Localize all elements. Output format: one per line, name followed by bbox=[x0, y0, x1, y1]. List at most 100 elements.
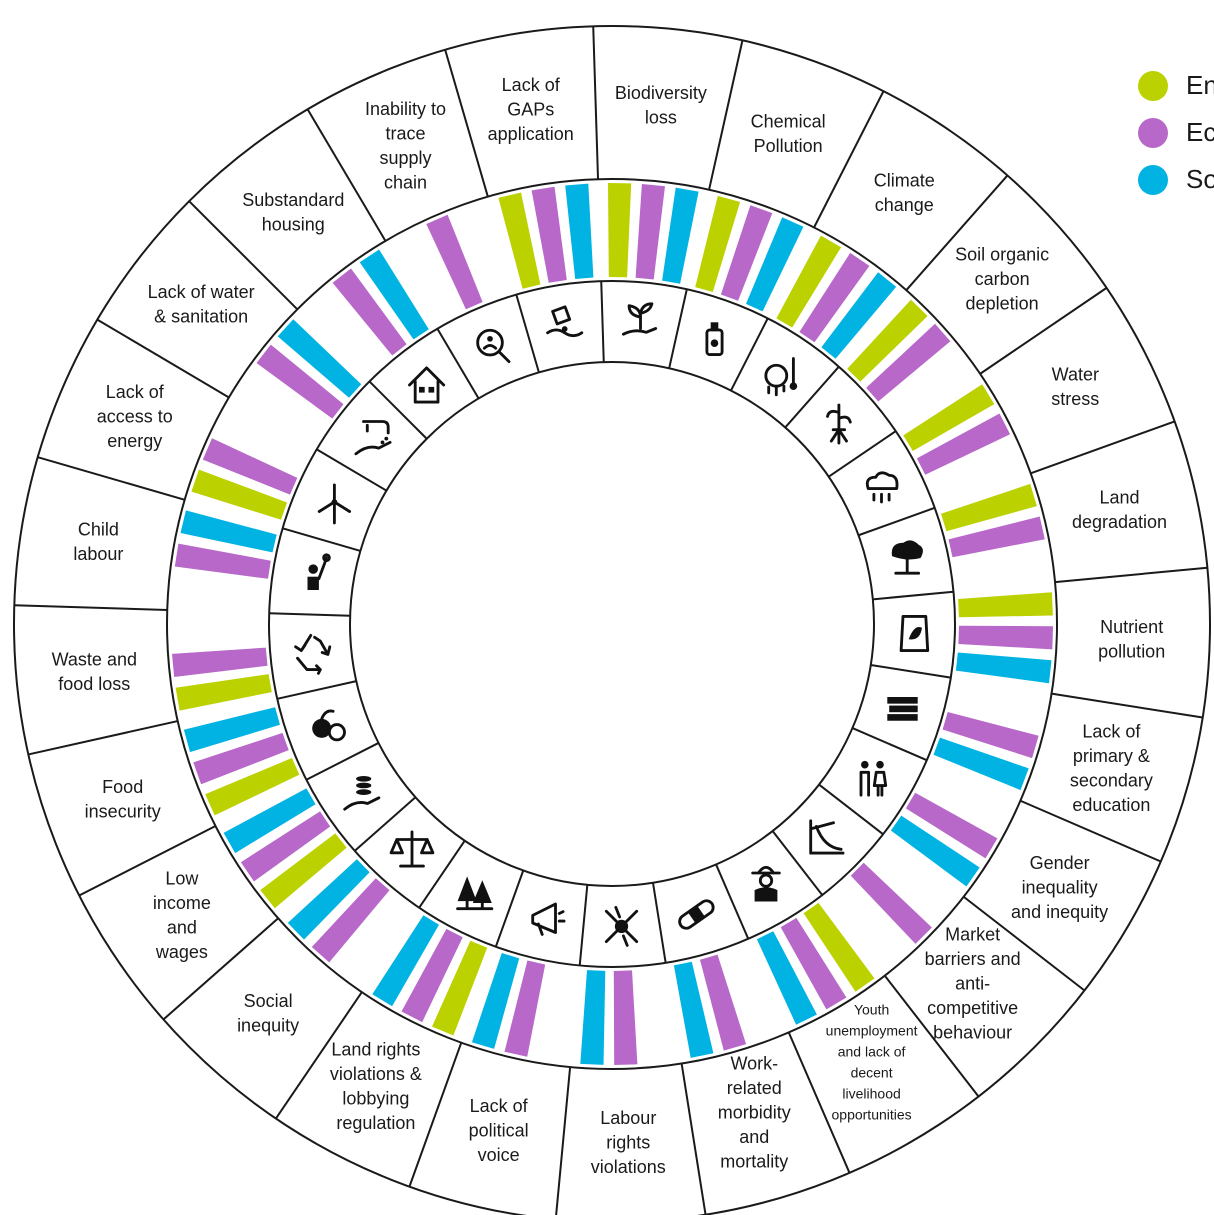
icon-divider bbox=[651, 882, 667, 963]
segment-label-line: Youth bbox=[854, 1001, 889, 1017]
recycle-icon bbox=[294, 633, 332, 675]
segment-label-line: competitive bbox=[927, 998, 1018, 1018]
bar-ec-15 bbox=[401, 928, 463, 1023]
segment-label-line: Inability to bbox=[365, 99, 446, 119]
bar-en-3 bbox=[776, 235, 842, 328]
melting-globe-thermometer-icon bbox=[764, 357, 798, 397]
category-bars bbox=[172, 183, 1053, 1065]
bar-ec-8 bbox=[942, 712, 1039, 759]
segment-label-line: energy bbox=[107, 431, 162, 451]
wedge-divider bbox=[555, 1066, 572, 1215]
dead-tree-icon bbox=[891, 540, 923, 575]
icon-divider bbox=[852, 727, 928, 762]
segment-label-line: supply bbox=[379, 148, 431, 168]
segment-label-line: Child bbox=[78, 519, 119, 539]
segment-label-line: Work- bbox=[730, 1053, 778, 1073]
bar-so-2 bbox=[746, 217, 804, 312]
wedge-divider bbox=[96, 318, 230, 399]
bar-en-7 bbox=[958, 592, 1053, 618]
icon-divider bbox=[730, 317, 769, 392]
wedge-divider bbox=[78, 825, 216, 897]
bar-en-1 bbox=[608, 183, 632, 278]
legend: En Ec So bbox=[1138, 62, 1214, 203]
bar-ec-1 bbox=[635, 184, 665, 280]
bar-ec-10 bbox=[850, 862, 932, 944]
wedge-divider bbox=[37, 456, 185, 501]
child-icon bbox=[307, 553, 331, 590]
legend-item-social: So bbox=[1138, 156, 1214, 203]
bar-ec-14 bbox=[504, 960, 546, 1057]
wedge-divider bbox=[14, 604, 168, 612]
farmer-icon bbox=[751, 865, 781, 902]
legend-swatch bbox=[1138, 117, 1168, 148]
bar-so-12 bbox=[673, 961, 714, 1058]
bar-ec-24 bbox=[426, 214, 483, 310]
icon-divider bbox=[269, 612, 351, 617]
segment-label-line: violations & bbox=[330, 1064, 422, 1084]
segment-label-line: Lack of bbox=[470, 1096, 529, 1116]
segment-label-line: depletion bbox=[966, 293, 1039, 313]
icon-divider bbox=[715, 864, 750, 940]
icon-divider bbox=[494, 870, 525, 948]
wedge-divider bbox=[28, 720, 178, 756]
bar-en-19 bbox=[175, 674, 272, 711]
wedge-divider bbox=[1051, 692, 1203, 719]
icon-divider bbox=[515, 294, 540, 373]
segment-label-line: Gender bbox=[1030, 853, 1090, 873]
icon-divider bbox=[600, 281, 605, 363]
wedge-divider bbox=[408, 1042, 463, 1187]
segment-label-line: degradation bbox=[1072, 512, 1167, 532]
segment-label-line: change bbox=[875, 195, 934, 215]
segment-label-line: secondary bbox=[1070, 770, 1153, 790]
icon-divider bbox=[771, 830, 824, 896]
bar-ec-16 bbox=[311, 878, 390, 963]
bar-so-15 bbox=[372, 915, 439, 1007]
pesticide-spray-icon bbox=[705, 322, 724, 357]
icon-divider bbox=[578, 884, 589, 966]
bar-ec-18 bbox=[193, 732, 289, 785]
tap-in-hand-icon bbox=[354, 420, 392, 456]
segment-label-line: Land rights bbox=[331, 1039, 420, 1059]
segment-label-line: insecurity bbox=[85, 801, 161, 821]
segment-label-line: mortality bbox=[720, 1151, 788, 1171]
wedge-divider bbox=[162, 917, 279, 1021]
soil-sampling-icon bbox=[546, 305, 584, 338]
segment-label-line: political bbox=[469, 1120, 529, 1140]
icon-divider bbox=[368, 380, 428, 440]
wedge-divider bbox=[275, 991, 363, 1120]
produce-icon bbox=[312, 709, 346, 742]
icon-divider bbox=[858, 506, 936, 537]
segment-label-line: Water bbox=[1052, 364, 1099, 384]
bar-ec-22 bbox=[256, 344, 344, 419]
bar-ec-13 bbox=[613, 970, 638, 1065]
bar-so-16 bbox=[287, 859, 370, 940]
bar-en-11 bbox=[803, 902, 875, 992]
segment-label-line: chain bbox=[384, 172, 427, 192]
segment-label-line: and lack of bbox=[838, 1043, 906, 1059]
segment-label-line: Labour bbox=[600, 1108, 656, 1128]
bandage-icon bbox=[678, 899, 715, 930]
wedge-divider bbox=[883, 975, 980, 1098]
segment-label-line: unemployment bbox=[826, 1022, 918, 1038]
bar-so-18 bbox=[183, 707, 280, 753]
segment-label-line: income bbox=[153, 893, 211, 913]
icon-divider bbox=[872, 590, 954, 601]
bar-so-23 bbox=[359, 249, 429, 340]
segment-label-line: Land bbox=[1099, 487, 1139, 507]
segment-label-line: Nutrient bbox=[1100, 617, 1163, 637]
segment-label-line: GAPs bbox=[507, 99, 554, 119]
segment-label-line: wages bbox=[155, 942, 208, 962]
magnified-network-icon bbox=[476, 328, 511, 364]
segment-label-line: behaviour bbox=[933, 1022, 1012, 1042]
wedge-divider bbox=[188, 200, 299, 311]
